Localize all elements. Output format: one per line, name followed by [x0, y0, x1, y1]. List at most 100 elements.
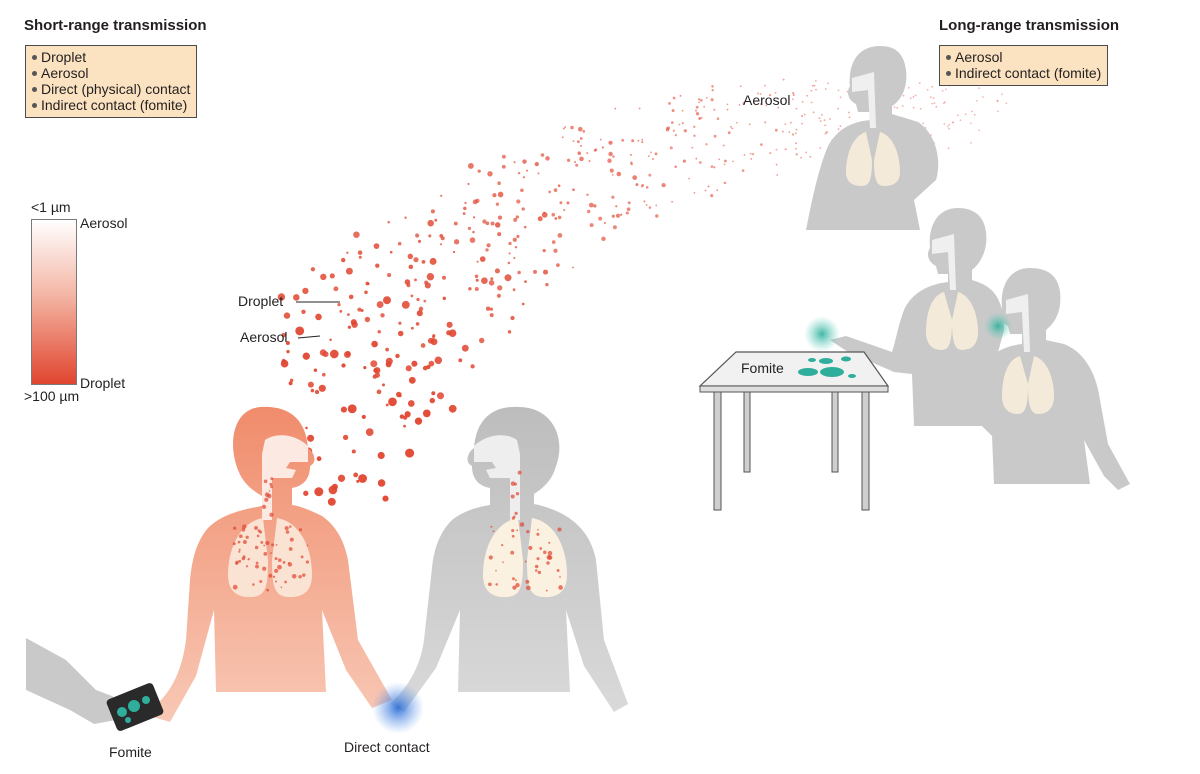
particle-dot: [926, 88, 929, 91]
particle-dot: [512, 237, 517, 242]
particle-dot: [575, 163, 579, 167]
bullet-icon: [32, 70, 37, 76]
particle-dot: [367, 282, 370, 286]
particle-dot: [964, 113, 967, 116]
particle-dot: [515, 215, 519, 219]
particle-dot: [264, 497, 269, 502]
particle-dot: [539, 547, 543, 550]
particle-dot: [837, 128, 840, 131]
lung-particles: [232, 477, 310, 592]
particle-dot: [932, 97, 935, 99]
particle-dot: [329, 273, 335, 279]
particle-dot: [557, 527, 562, 532]
particle-dot: [298, 528, 303, 532]
particle-dot: [768, 93, 772, 97]
particle-dot: [700, 116, 703, 119]
particle-dot: [933, 102, 936, 104]
particle-dot: [468, 287, 472, 291]
particle-dot: [376, 389, 382, 395]
particle-dot: [254, 525, 258, 530]
particle-dot: [387, 273, 392, 278]
particle-dot: [650, 151, 652, 154]
particle-dot: [536, 557, 540, 561]
particle-dot: [502, 561, 504, 564]
particle-dot: [448, 329, 457, 338]
particle-dot: [738, 104, 741, 106]
particle-dot: [1005, 102, 1008, 105]
particle-dot: [238, 548, 241, 551]
particle-dot: [232, 584, 238, 590]
particle-dot: [551, 212, 556, 217]
particle-dot: [625, 211, 629, 215]
particle-dot: [957, 114, 959, 117]
particle-dot: [414, 417, 423, 425]
particle-dot: [637, 139, 640, 142]
particle-dot: [346, 251, 349, 254]
particle-dot: [511, 534, 515, 538]
particle-dot: [492, 193, 497, 198]
particle-dot: [611, 174, 614, 176]
particle-dot: [948, 127, 951, 130]
particle-dot: [577, 151, 582, 155]
particle-dot: [546, 555, 552, 560]
particle-dot: [485, 248, 489, 252]
particle-dot: [462, 212, 466, 216]
particle-dot: [511, 516, 515, 520]
particle-dot: [526, 529, 530, 534]
particle-dot: [408, 376, 416, 384]
particle-dot: [442, 275, 446, 280]
particle-dot: [314, 389, 320, 395]
particle-dot: [289, 537, 294, 542]
list-item: Direct (physical) contact: [32, 81, 190, 97]
particle-dot: [404, 216, 407, 219]
particle-dot: [375, 263, 380, 268]
particle-dot: [572, 266, 574, 269]
particle-dot: [274, 557, 278, 561]
particle-dot: [693, 134, 696, 137]
particle-dot: [616, 171, 622, 177]
particle-dot: [837, 107, 839, 110]
particle-dot: [626, 207, 631, 211]
particle-dot: [812, 111, 815, 114]
droplet-label: Droplet: [238, 293, 284, 309]
particle-dot: [519, 522, 525, 527]
particle-dot: [377, 479, 386, 487]
particle-dot: [492, 530, 495, 533]
particle-dot: [824, 88, 827, 90]
particle-dot: [546, 561, 550, 565]
particle-dot: [545, 589, 548, 592]
particle-dot: [485, 306, 491, 311]
direct-contact-label: Direct contact: [344, 739, 430, 755]
particle-dot: [345, 267, 353, 275]
particle-dot: [611, 195, 615, 199]
particle-dot: [514, 511, 518, 516]
particle-dot: [612, 225, 617, 230]
particle-dot: [370, 360, 378, 368]
particle-dot: [472, 199, 478, 205]
particle-dot: [501, 543, 504, 547]
particle-dot: [803, 113, 806, 116]
particle-dot: [389, 250, 393, 254]
particle-dot: [515, 583, 520, 588]
particle-dot: [982, 96, 984, 98]
particle-dot: [318, 384, 326, 392]
particle-dot: [497, 285, 503, 291]
particle-dot: [426, 272, 435, 281]
particle-dot: [672, 96, 676, 100]
particle-dot: [922, 122, 925, 125]
particle-dot: [416, 310, 423, 317]
particle-dot: [514, 579, 517, 582]
particle-dot: [521, 302, 525, 306]
particle-dot: [647, 155, 650, 158]
particle-size-scale: [31, 219, 77, 385]
particle-dot: [431, 391, 436, 396]
particle-dot: [801, 115, 804, 117]
particle-dot: [588, 159, 591, 163]
particle-dot: [395, 391, 402, 398]
particle-dot: [943, 101, 946, 103]
particle-dot: [829, 118, 831, 120]
particle-dot: [265, 540, 270, 546]
particle-dot: [488, 280, 495, 286]
long-range-mode-list: Aerosol Indirect contact (fomite): [939, 45, 1109, 86]
